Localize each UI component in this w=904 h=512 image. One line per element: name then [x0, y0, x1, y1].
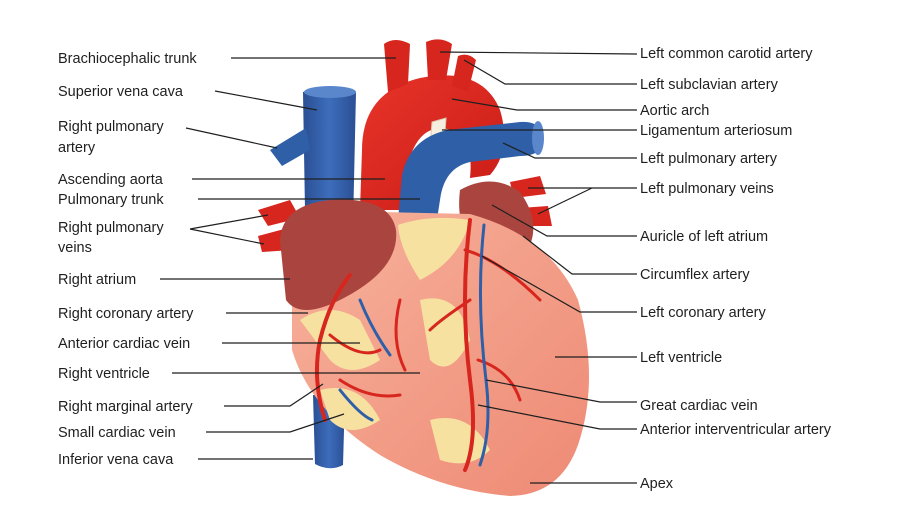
label-right-marginal-artery: Right marginal artery [58, 399, 193, 415]
leader-left-common-carotid-artery [439, 51, 638, 55]
leader-left-pulmonary-veins [528, 187, 637, 215]
label-right-ventricle: Right ventricle [58, 366, 150, 382]
brachiocephalic-trunk-shape [384, 40, 410, 92]
label-anterior-interventricular-artery: Anterior interventricular artery [640, 422, 832, 438]
label-circumflex-artery: Circumflex artery [640, 267, 750, 283]
leader-great-cardiac-vein [485, 379, 637, 403]
label-ascending-aorta: Ascending aorta [58, 172, 164, 188]
leader-auricle-of-left-atrium [491, 204, 637, 237]
label-great-cardiac-vein: Great cardiac vein [640, 398, 758, 414]
right-pulmonary-artery-shape [270, 128, 310, 166]
aortic-arch-shape [360, 75, 505, 210]
leader-right-pulmonary-veins [189, 214, 269, 245]
label-inferior-vena-cava: Inferior vena cava [58, 452, 174, 468]
pulmonary-trunk-shape [398, 121, 540, 226]
label-right-pulmonary-veins-line2: veins [58, 240, 92, 256]
leader-aortic-arch [451, 98, 637, 111]
label-superior-vena-cava: Superior vena cava [58, 84, 184, 100]
label-ligamentum-arteriosum: Ligamentum arteriosum [640, 123, 792, 139]
label-auricle-of-left-atrium: Auricle of left atrium [640, 229, 768, 245]
label-anterior-cardiac-vein: Anterior cardiac vein [58, 336, 190, 352]
leader-circumflex-artery [522, 235, 637, 275]
label-left-coronary-artery: Left coronary artery [640, 305, 766, 321]
right-atrium-shape [280, 199, 397, 310]
leader-left-coronary-artery [481, 255, 637, 313]
label-aortic-arch: Aortic arch [640, 103, 709, 119]
left-common-carotid-shape [426, 39, 452, 80]
leader-right-marginal-artery [224, 383, 324, 407]
leader-superior-vena-cava [214, 90, 318, 111]
leader-left-subclavian-artery [463, 59, 637, 85]
label-right-atrium: Right atrium [58, 272, 136, 288]
leader-anterior-interventricular-artery [477, 404, 637, 430]
leader-small-cardiac-vein [206, 413, 345, 433]
label-left-pulmonary-veins: Left pulmonary veins [640, 181, 774, 197]
label-right-pulmonary-artery-line2: artery [58, 140, 96, 156]
left-labels: Brachiocephalic trunk Superior vena cava… [58, 51, 420, 468]
label-apex: Apex [640, 476, 674, 492]
leader-right-pulmonary-artery [185, 127, 278, 149]
label-brachiocephalic-trunk: Brachiocephalic trunk [58, 51, 197, 67]
label-left-ventricle: Left ventricle [640, 350, 722, 366]
label-right-pulmonary-artery-line1: Right pulmonary [58, 119, 164, 135]
label-small-cardiac-vein: Small cardiac vein [58, 425, 176, 441]
label-pulmonary-trunk: Pulmonary trunk [58, 192, 164, 208]
label-left-common-carotid-artery: Left common carotid artery [640, 46, 813, 62]
right-labels: Left common carotid artery Left subclavi… [439, 46, 832, 492]
epicardial-fat [300, 217, 490, 464]
label-left-pulmonary-artery: Left pulmonary artery [640, 151, 778, 167]
label-left-subclavian-artery: Left subclavian artery [640, 77, 779, 93]
leader-left-pulmonary-artery [502, 142, 637, 159]
label-right-coronary-artery: Right coronary artery [58, 306, 194, 322]
label-right-pulmonary-veins-line1: Right pulmonary [58, 220, 164, 236]
